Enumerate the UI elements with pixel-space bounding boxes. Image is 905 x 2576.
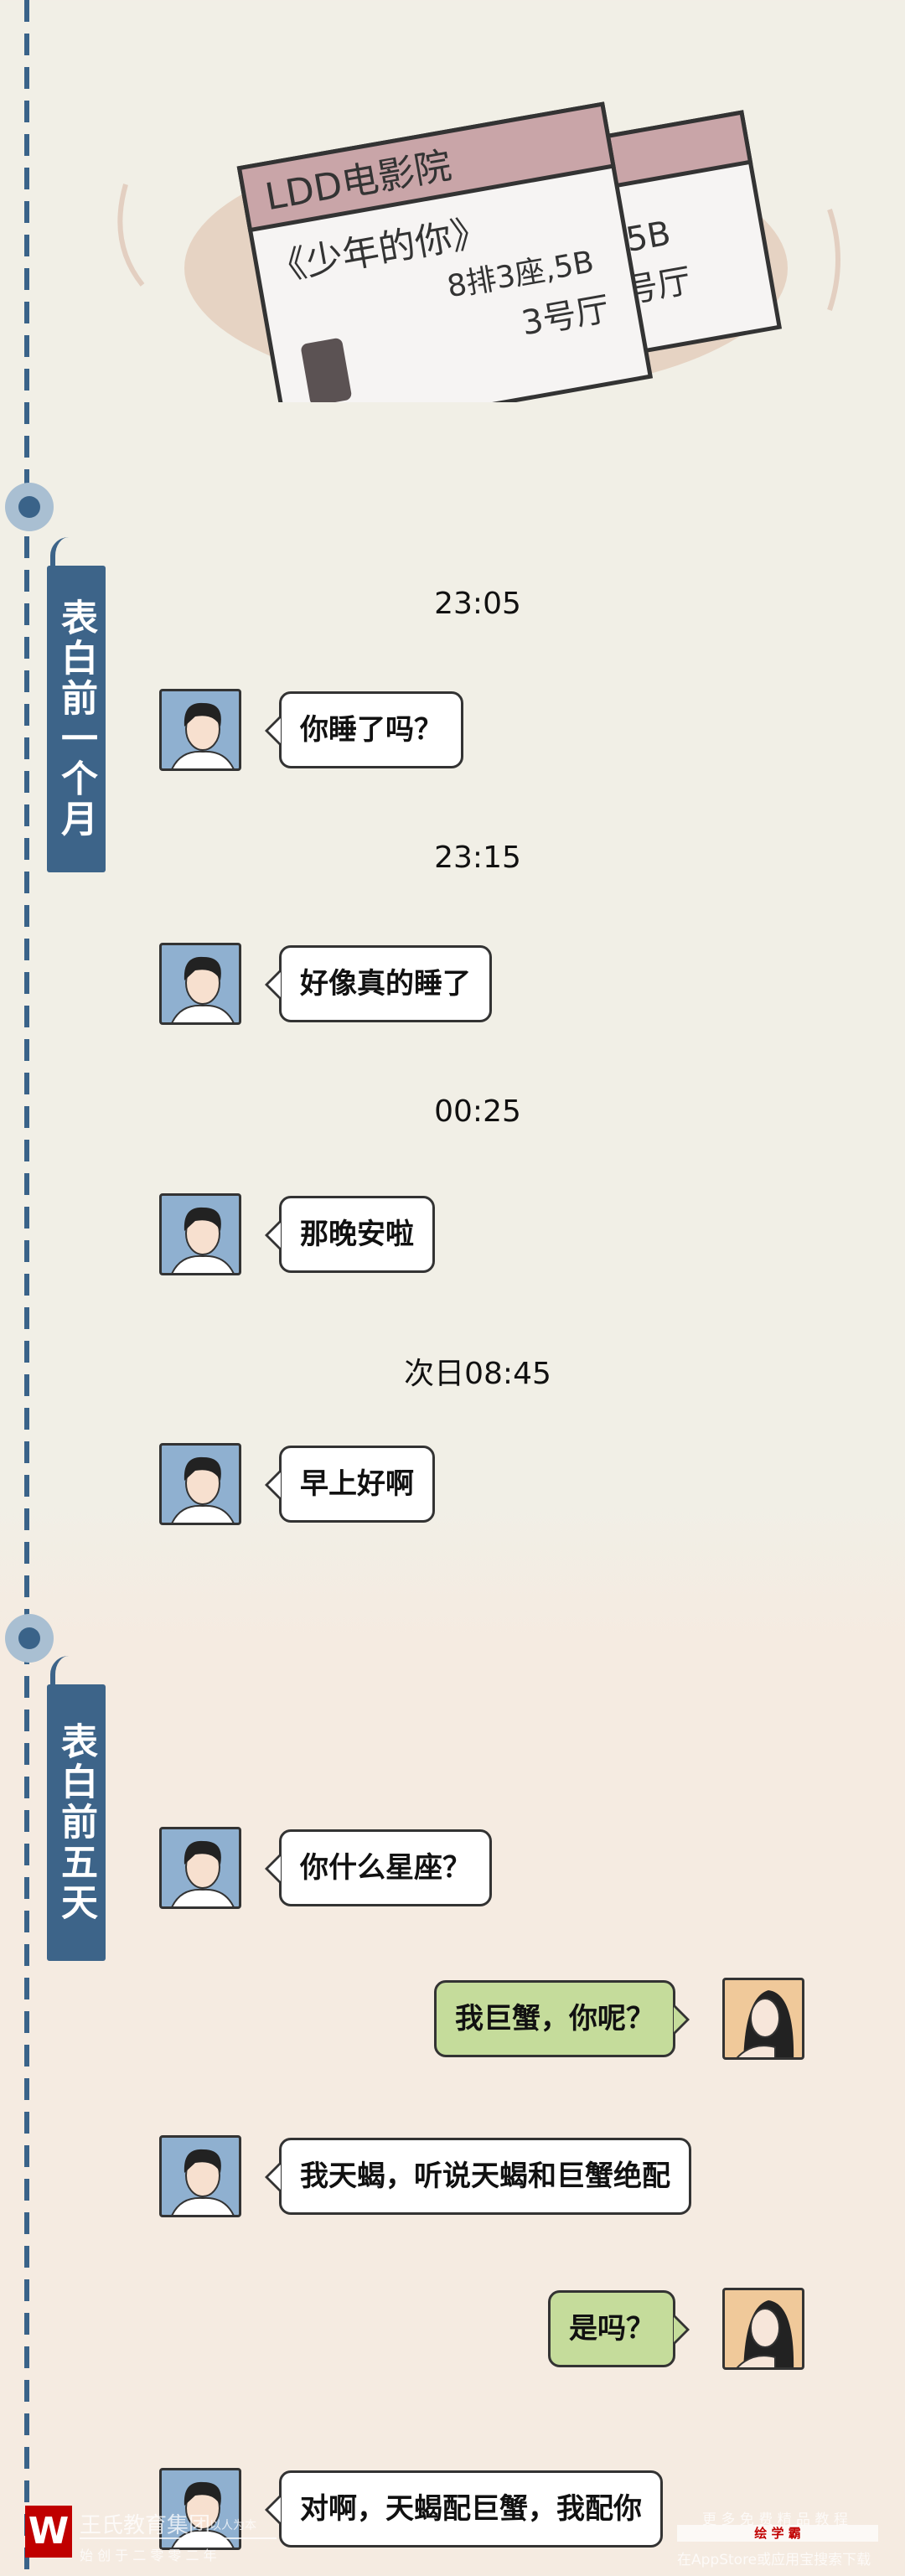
girl-avatar[interactable]	[722, 1978, 804, 2060]
message-bubble[interactable]: 我巨蟹，你呢？	[434, 1980, 690, 2057]
message-bubble[interactable]: 你睡了吗？	[265, 691, 463, 768]
message-text: 我巨蟹，你呢？	[455, 2002, 654, 2035]
bubble-tail	[674, 2315, 690, 2345]
watermark-right-bottom: 在AppStore或应用宝搜索下载	[677, 2552, 871, 2568]
girl-avatar[interactable]	[722, 2288, 804, 2370]
boy-avatar[interactable]	[159, 2468, 241, 2550]
message-bubble[interactable]: 那晚安啦	[265, 1196, 435, 1273]
timeline-dot	[5, 1614, 54, 1663]
message-bubble[interactable]: 我天蝎，听说天蝎和巨蟹绝配	[265, 2138, 691, 2215]
message-text: 早上好啊	[300, 1467, 414, 1501]
timestamp: 00:25	[434, 1094, 521, 1129]
boy-avatar[interactable]	[159, 689, 241, 771]
brand-logo-icon: W	[25, 2506, 72, 2558]
timestamp: 次日08:45	[404, 1357, 551, 1391]
bubble-tail	[265, 1854, 281, 1884]
bubble-tail	[265, 1220, 281, 1250]
movie-tickets-illustration: 4座,5B 3号厅 LDD电影院 《少年的你》 8排3座,5B 3号厅	[117, 101, 840, 402]
message-text: 那晚安啦	[300, 1218, 414, 1251]
bubble-tail	[265, 716, 281, 746]
watermark-motto: 以人为本	[209, 2519, 256, 2532]
message-text: 你睡了吗？	[300, 713, 442, 747]
boy-avatar[interactable]	[159, 1827, 241, 1909]
section-label-five-days-before: 表白前五天	[47, 1656, 106, 1961]
watermark-title: 王氏教育集团	[80, 2513, 211, 2538]
bubble-tail	[265, 2495, 281, 2525]
timeline-dot	[5, 483, 54, 531]
message-bubble[interactable]: 早上好啊	[265, 1446, 435, 1523]
watermark-brand: 绘 学 霸	[677, 2525, 878, 2542]
boy-avatar[interactable]	[159, 1193, 241, 1275]
message-bubble[interactable]: 对啊，天蝎配巨蟹，我配你	[265, 2470, 663, 2548]
message-text: 对啊，天蝎配巨蟹，我配你	[300, 2492, 642, 2526]
section-label-month-before: 表白前一个月	[47, 537, 106, 872]
message-text: 好像真的睡了	[300, 967, 471, 1001]
bubble-tail	[674, 2004, 690, 2035]
timestamp: 23:15	[434, 841, 521, 875]
watermark-subtitle: 始 创 于 二 零 零 二 年	[80, 2537, 277, 2564]
bubble-tail	[265, 2162, 281, 2192]
message-bubble[interactable]: 是吗？	[548, 2290, 690, 2367]
boy-avatar[interactable]	[159, 943, 241, 1025]
message-text: 你什么星座？	[300, 1851, 471, 1885]
watermark-right-top: 更 多 免 费 精 品 教 程	[702, 2511, 848, 2528]
message-text: 我天蝎，听说天蝎和巨蟹绝配	[300, 2160, 670, 2193]
timeline-line	[24, 0, 29, 2576]
boy-avatar[interactable]	[159, 1443, 241, 1525]
message-text: 是吗？	[569, 2312, 654, 2346]
message-bubble[interactable]: 你什么星座？	[265, 1829, 492, 1906]
timestamp: 23:05	[434, 587, 521, 621]
boy-avatar[interactable]	[159, 2135, 241, 2217]
bubble-tail	[265, 970, 281, 1000]
bubble-tail	[265, 1470, 281, 1500]
message-bubble[interactable]: 好像真的睡了	[265, 945, 492, 1022]
